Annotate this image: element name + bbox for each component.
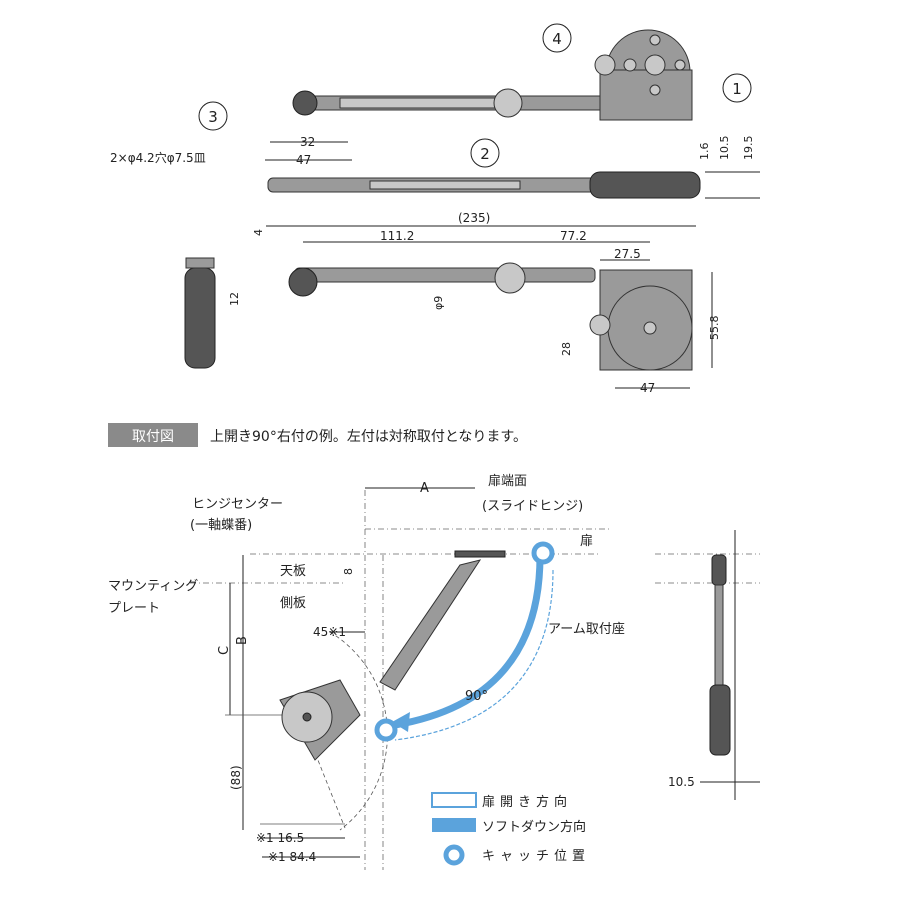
- dim-32: 32: [300, 135, 315, 149]
- dim-10-5-b: 10.5: [668, 775, 695, 789]
- dim-47-b: 47: [640, 381, 655, 395]
- svg-text:4: 4: [552, 30, 562, 48]
- dim-phi9: φ9: [432, 296, 445, 310]
- legend-catch: キャッチ位置: [482, 849, 590, 864]
- callout-3: 3: [198, 101, 228, 131]
- dim-28: 28: [560, 342, 573, 356]
- softdown-arc: [394, 555, 544, 729]
- top-view: [265, 29, 693, 161]
- legend-softdown-swatch: [432, 818, 476, 832]
- arrowhead-icon: [392, 712, 410, 732]
- label-slide-hinge: (スライドヒンジ): [482, 499, 583, 514]
- label-door-edge: 扉端面: [488, 473, 527, 489]
- label-mounting-1: マウンティング: [108, 579, 198, 594]
- dim-45: 45※1: [313, 625, 346, 639]
- callout-4: 4: [542, 23, 572, 53]
- motion-arrows: [374, 541, 555, 742]
- label-door: 扉: [580, 533, 593, 549]
- callout-2: 2: [470, 138, 500, 168]
- legend-softdown: ソフトダウン方向: [482, 819, 586, 835]
- legend: 扉開き方向 ソフトダウン方向 キャッチ位置: [431, 792, 590, 866]
- dim-84-4: ※1 84.4: [268, 850, 316, 864]
- dim-55-8: 55.8: [708, 316, 721, 341]
- label-angle: 90°: [465, 689, 488, 704]
- dim-111-2: 111.2: [380, 229, 414, 243]
- dim-19-5: 19.5: [742, 136, 755, 161]
- catch-start-icon: [531, 541, 555, 565]
- label-top-board: 天板: [280, 564, 306, 579]
- dim-8: 8: [342, 568, 355, 575]
- open-arc: [394, 569, 554, 741]
- label-arm-seat: アーム取付座: [548, 622, 625, 637]
- svg-text:2: 2: [480, 145, 490, 163]
- dim-88: (88): [229, 765, 243, 790]
- dim-B: B: [235, 636, 250, 645]
- label-side-board: 側板: [280, 596, 306, 611]
- dim-hole: 2×φ4.2穴φ7.5皿: [110, 150, 206, 165]
- dim-1-6: 1.6: [698, 143, 711, 161]
- section-caption: 上開き90°右付の例。左付は対称取付となります。: [210, 429, 527, 445]
- dim-C: C: [217, 646, 232, 655]
- callout-1: 1: [722, 73, 752, 103]
- install-view: [190, 487, 610, 870]
- dim-77-2: 77.2: [560, 229, 587, 243]
- legend-catch-icon: [443, 844, 465, 866]
- front-view: [184, 225, 713, 389]
- section-badge: 取付図: [132, 429, 174, 445]
- section-badge-bg: [108, 423, 198, 447]
- label-single-axis: (一軸蝶番): [190, 518, 252, 533]
- catch-end-icon: [374, 718, 398, 742]
- dim-235: (235): [458, 211, 490, 225]
- dim-16-5: ※1 16.5: [256, 831, 304, 845]
- legend-open-swatch: [431, 792, 477, 808]
- dim-A: A: [420, 481, 429, 496]
- dim-27-5: 27.5: [614, 247, 641, 261]
- dim-12: 12: [228, 292, 241, 306]
- label-hinge-center: ヒンジセンター: [192, 497, 283, 512]
- label-mounting-2: プレート: [108, 601, 160, 616]
- side-small-view: [655, 530, 760, 800]
- svg-text:1: 1: [732, 80, 742, 98]
- dim-47-a: 47: [296, 153, 311, 167]
- dim-10-5: 10.5: [718, 136, 731, 161]
- side-view: [267, 171, 760, 199]
- svg-text:3: 3: [208, 108, 218, 126]
- legend-open: 扉開き方向: [482, 794, 572, 810]
- dim-4: 4: [252, 229, 265, 236]
